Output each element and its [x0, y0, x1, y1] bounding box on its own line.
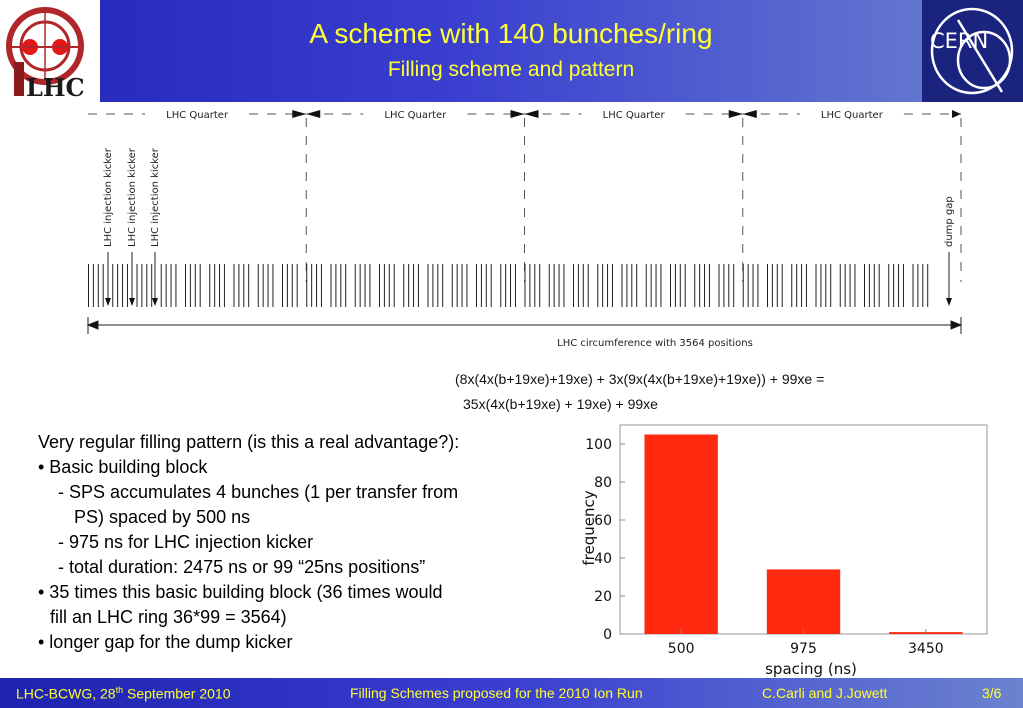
x-tick-label: 975: [790, 641, 817, 657]
arrow-head: [292, 110, 307, 118]
cern-logo-text: CERN: [930, 29, 988, 53]
y-tick-label: 40: [594, 551, 612, 567]
histogram-bar: [644, 434, 718, 634]
footer-authors: C.Carli and J.Jowett: [762, 685, 888, 701]
slide-footer: LHC-BCWG, 28th September 2010 Filling Sc…: [0, 678, 1023, 708]
quarter-label: LHC Quarter: [384, 110, 447, 121]
quarter-label: LHC Quarter: [821, 110, 884, 121]
bullet-line: fill an LHC ring 36*99 = 3564): [50, 607, 287, 627]
arrow-head: [510, 110, 525, 118]
formula-line-2: 35x(4x(b+19xe) + 19xe) + 99xe: [463, 396, 658, 412]
arrow-head: [728, 110, 743, 118]
bullet-line: - SPS accumulates 4 bunches (1 per trans…: [58, 482, 459, 502]
y-tick-label: 100: [585, 437, 612, 453]
dump-arrow: [946, 298, 952, 306]
slide-title: A scheme with 140 bunches/ring: [309, 18, 713, 49]
formula-line-1: (8x(4x(b+19xe)+19xe) + 3x(9x(4x(b+19xe)+…: [455, 371, 825, 387]
spacing-histogram: 0 20 40 60 80 100 500 975 3450 frequency spacin…: [580, 424, 988, 678]
bullet-line: • 35 times this basic building block (36…: [38, 582, 443, 602]
cern-logo: CERN: [922, 0, 1023, 102]
kicker-arrow: [129, 298, 135, 306]
quarter-label: LHC Quarter: [166, 110, 229, 121]
kicker-arrow: [152, 298, 158, 306]
footer-date: LHC-BCWG, 28th September 2010: [16, 685, 231, 702]
y-tick-label: 20: [594, 589, 612, 605]
y-tick-label: 60: [594, 513, 612, 529]
bullet-line: Very regular filling pattern (is this a …: [38, 432, 460, 452]
lhc-logo-text: LHC: [26, 73, 85, 102]
arrow-head: [524, 110, 539, 118]
x-axis-label: spacing (ns): [765, 660, 857, 678]
kicker-arrow: [105, 298, 111, 306]
bullet-line: - total duration: 2475 ns or 99 “25ns po…: [58, 557, 426, 577]
injection-kicker-label: LHC injection kicker: [127, 147, 138, 247]
bullet-line: • longer gap for the dump kicker: [38, 632, 293, 652]
injection-kicker-label: LHC injection kicker: [103, 147, 114, 247]
footer-title: Filling Schemes proposed for the 2010 Io…: [350, 685, 643, 701]
histogram-bar: [766, 569, 841, 634]
lhc-logo: LHC: [0, 0, 100, 102]
x-tick-label: 500: [668, 641, 695, 657]
slide-subtitle: Filling scheme and pattern: [387, 58, 635, 81]
circumference-label: LHC circumference with 3564 positions: [557, 338, 753, 349]
footer-page-number: 3/6: [982, 685, 1002, 701]
arrow-head: [742, 110, 757, 118]
slide-header: LHC A scheme with 140 bunches/ring Filli…: [0, 0, 1023, 102]
bullet-line: • Basic building block: [38, 457, 208, 477]
y-axis-label: frequency: [580, 490, 598, 565]
bullet-line: - 975 ns for LHC injection kicker: [58, 532, 314, 552]
x-tick-label: 3450: [908, 641, 944, 657]
y-tick-label: 0: [603, 627, 612, 643]
dump-gap-label: dump gap: [944, 196, 955, 247]
y-tick-label: 80: [594, 475, 612, 491]
filling-scheme-diagram: LHC Quarter LHC Quarter LHC Quarter LHC Qua…: [86, 110, 963, 349]
arrow-head: [306, 110, 321, 118]
bullet-text: Very regular filling pattern (is this a …: [38, 430, 558, 655]
quarter-label: LHC Quarter: [603, 110, 666, 121]
bullet-line: PS) spaced by 500 ns: [74, 507, 251, 527]
injection-kicker-label: LHC injection kicker: [150, 147, 161, 247]
